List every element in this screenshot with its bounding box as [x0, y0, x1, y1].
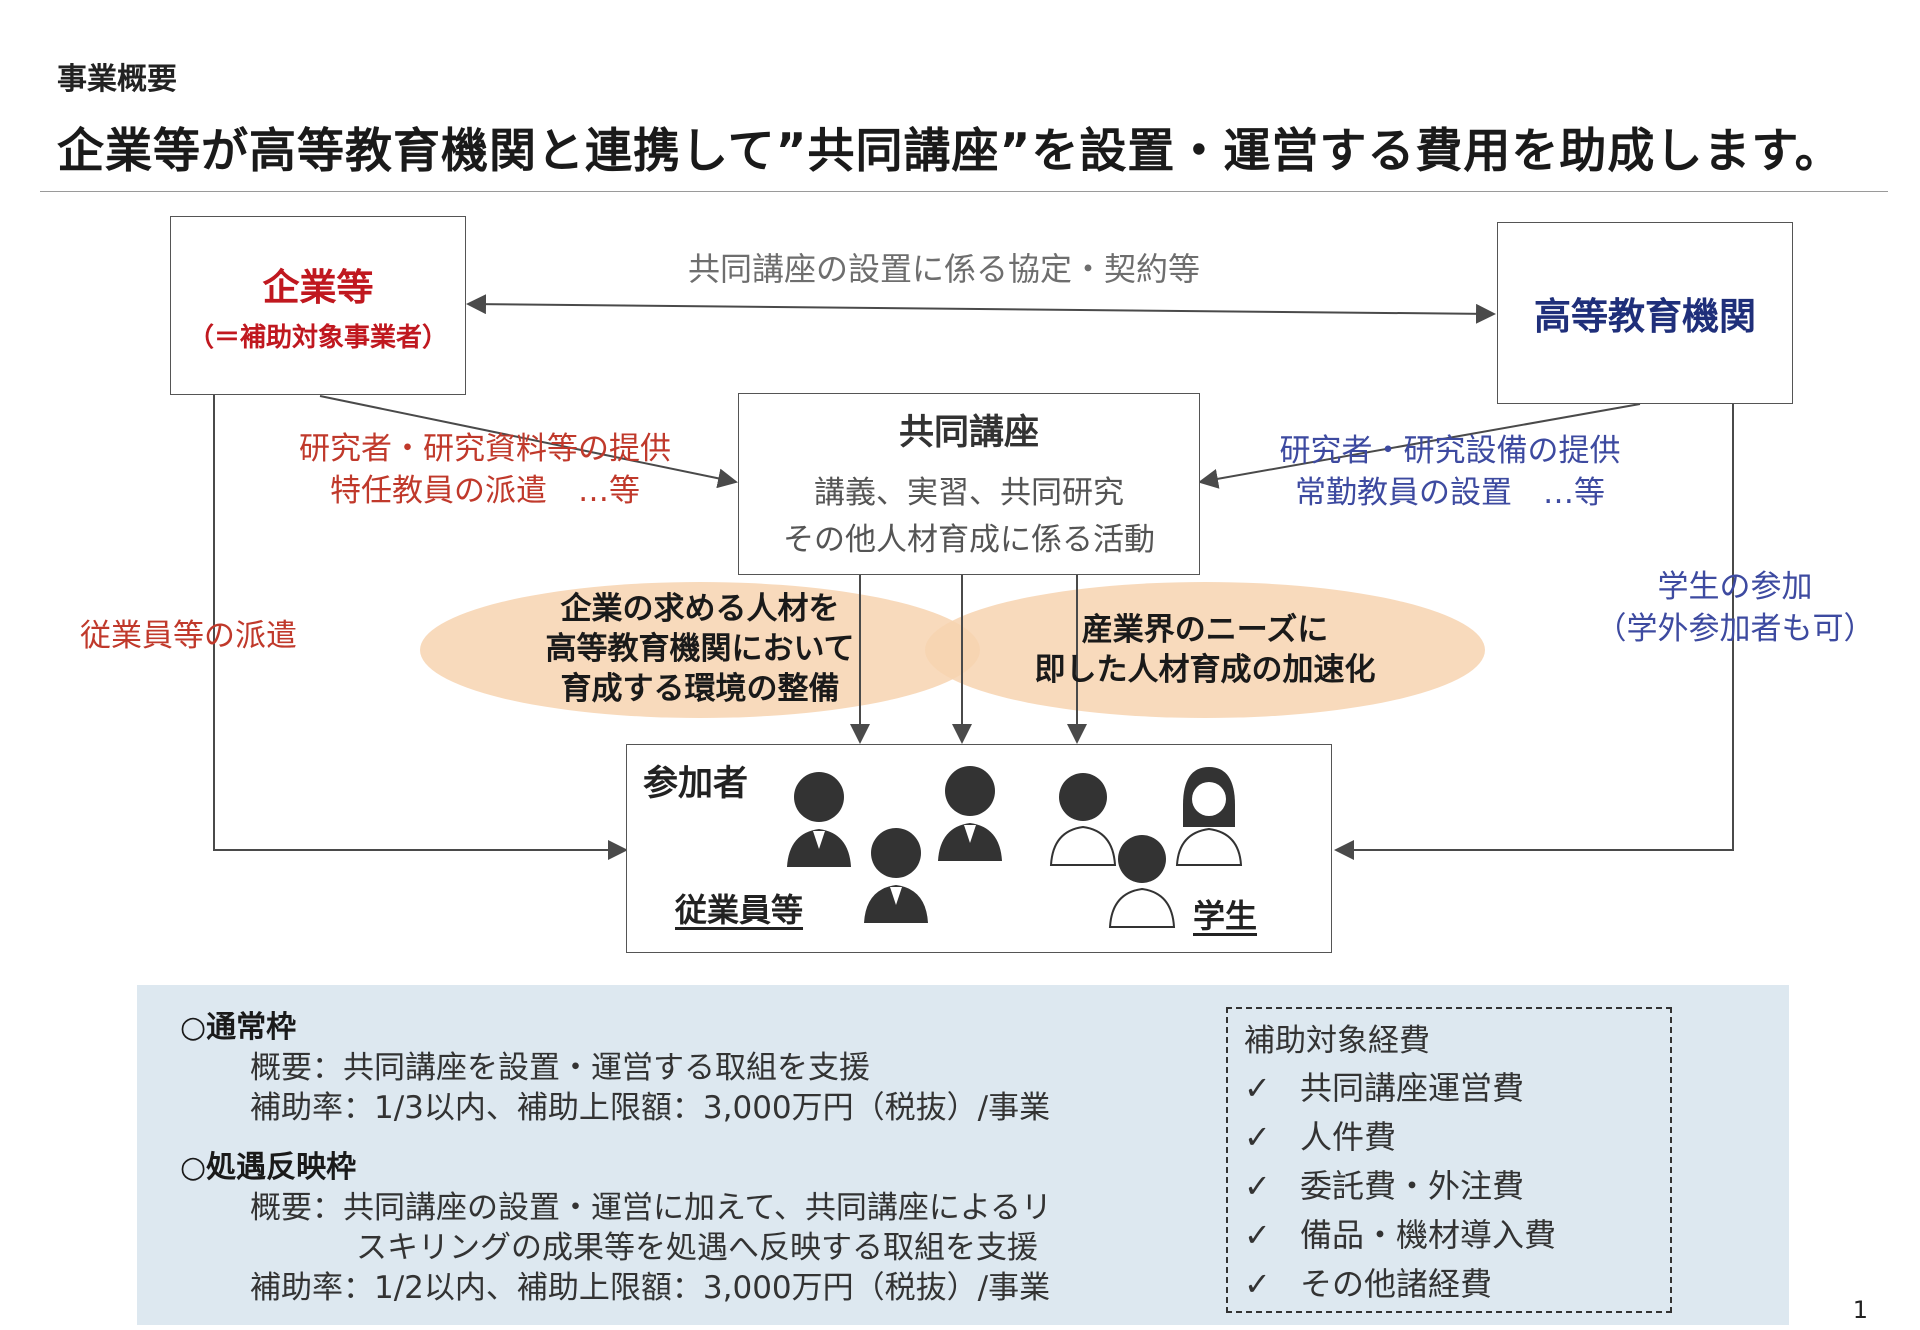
institution-provides-line-2: 常勤教員の設置 …等 — [1295, 475, 1605, 511]
goal-ellipse-left — [420, 582, 980, 718]
diagram-connectors — [213, 294, 1734, 860]
expense-item: ✓ 共同講座運営費 — [1244, 1063, 1556, 1112]
section-label: 事業概要 — [57, 62, 177, 97]
institution-box: 高等教育機関 — [1497, 222, 1793, 404]
expense-item-label: その他諸経費 — [1300, 1265, 1493, 1303]
agreement-arrow — [466, 294, 1496, 324]
employee-dispatch-arrow — [213, 395, 628, 860]
student-participation-arrow — [1334, 404, 1734, 860]
goal-left-line-1: 企業の求める人材を — [560, 591, 840, 627]
agreement-label: 共同講座の設置に係る協定・契約等 — [688, 250, 1201, 288]
checkmark-icon: ✓ — [1244, 1265, 1271, 1303]
institution-to-course-arrow — [1198, 403, 1641, 489]
company-to-course-arrow — [319, 395, 738, 489]
joint-course-activity-1: 講義、実習、共同研究 — [814, 475, 1124, 511]
normal-scheme-title: ○通常枠 — [180, 1010, 297, 1045]
expense-item: ✓ 人件費 — [1244, 1112, 1556, 1161]
company-box: 企業等 （＝補助対象事業者） — [170, 216, 466, 395]
header-divider — [40, 191, 1888, 192]
eligible-expenses-box: 補助対象経費 ✓ 共同講座運営費 ✓ 人件費 ✓ 委託費・外注費 ✓ 備品・機材導入費 ✓ その他… — [1226, 1007, 1672, 1313]
expense-item-label: 備品・機材導入費 — [1300, 1216, 1557, 1254]
goal-right-text: 産業界のニーズに 即した人材育成の加速化 — [980, 610, 1430, 690]
goal-right-line-2: 即した人材育成の加速化 — [1034, 652, 1376, 688]
institution-provides-line-1: 研究者・研究設備の提供 — [1279, 433, 1621, 469]
normal-scheme-rate: 補助率：1/3以内、補助上限額：3,000万円（税抜）/事業 — [250, 1090, 1051, 1126]
participants-box: 参加者 従業員等 学生 — [626, 744, 1332, 953]
expense-item-label: 共同講座運営費 — [1300, 1069, 1525, 1107]
joint-course-title: 共同講座 — [898, 413, 1039, 453]
goal-left-line-2: 高等教育機関において — [545, 631, 855, 667]
employee-person-icon — [864, 828, 928, 923]
expense-item: ✓ その他諸経費 — [1244, 1259, 1556, 1308]
eligible-expenses-list: ✓ 共同講座運営費 ✓ 人件費 ✓ 委託費・外注費 ✓ 備品・機材導入費 ✓ その他諸経費 — [1244, 1063, 1556, 1308]
checkmark-icon: ✓ — [1244, 1069, 1271, 1107]
student-participation-line-2: （学外参加者も可） — [1595, 611, 1875, 647]
people-illustration — [787, 766, 1243, 928]
company-provides-line-1: 研究者・研究資料等の提供 — [299, 431, 671, 467]
treatment-scheme-overview-2: スキリングの成果等を処遇へ反映する取組を支援 — [356, 1230, 1038, 1266]
expense-item-label: 委託費・外注費 — [1300, 1167, 1525, 1205]
checkmark-icon: ✓ — [1244, 1167, 1271, 1205]
student-participation-line-1: 学生の参加 — [1657, 569, 1813, 605]
company-name: 企業等 — [262, 266, 374, 309]
student-person-icon — [1108, 835, 1176, 928]
treatment-scheme-title: ○処遇反映枠 — [180, 1150, 357, 1185]
goal-left-line-3: 育成する環境の整備 — [560, 671, 840, 707]
goal-ellipse-right — [925, 582, 1485, 718]
page-headline: 企業等が高等教育機関と連携して”共同講座”を設置・運営する費用を助成します。 — [57, 124, 1843, 179]
goal-right-line-1: 産業界のニーズに — [1081, 612, 1329, 648]
employee-person-icon — [938, 766, 1002, 861]
goal-left-text: 企業の求める人材を 高等教育機関において 育成する環境の整備 — [480, 589, 920, 709]
company-provides-label: 研究者・研究資料等の提供 特任教員の派遣 …等 — [270, 428, 700, 512]
treatment-scheme-rate: 補助率：1/2以内、補助上限額：3,000万円（税抜）/事業 — [250, 1270, 1051, 1306]
institution-name: 高等教育機関 — [1534, 295, 1756, 338]
eligible-expenses-title: 補助対象経費 — [1244, 1023, 1430, 1059]
normal-scheme-overview: 概要：共同講座を設置・運営する取組を支援 — [250, 1050, 870, 1086]
checkmark-icon: ✓ — [1244, 1216, 1271, 1254]
subsidy-info-panel — [137, 985, 1789, 1325]
company-provides-line-2: 特任教員の派遣 …等 — [330, 473, 640, 509]
treatment-scheme-overview-1: 概要：共同講座の設置・運営に加えて、共同講座によるリ — [250, 1190, 1052, 1226]
checkmark-icon: ✓ — [1244, 1118, 1271, 1156]
employee-dispatch-label: 従業員等の派遣 — [80, 618, 297, 654]
expense-item: ✓ 備品・機材導入費 — [1244, 1210, 1556, 1259]
institution-provides-label: 研究者・研究設備の提供 常勤教員の設置 …等 — [1250, 430, 1650, 514]
student-participation-label: 学生の参加 （学外参加者も可） — [1570, 566, 1900, 650]
student-person-icon — [1175, 767, 1243, 866]
page-number: 1 — [1852, 1296, 1868, 1324]
employee-person-icon — [787, 772, 851, 867]
participants-title: 参加者 — [643, 764, 749, 804]
company-subtitle: （＝補助対象事業者） — [187, 323, 448, 353]
expense-item-label: 人件費 — [1300, 1118, 1397, 1156]
students-label: 学生 — [1193, 897, 1258, 935]
employees-label: 従業員等 — [675, 891, 804, 929]
expense-item: ✓ 委託費・外注費 — [1244, 1161, 1556, 1210]
student-person-icon — [1049, 773, 1117, 866]
joint-course-activity-2: その他人材育成に係る活動 — [783, 522, 1155, 558]
joint-course-box: 共同講座 講義、実習、共同研究 その他人材育成に係る活動 — [738, 393, 1200, 575]
